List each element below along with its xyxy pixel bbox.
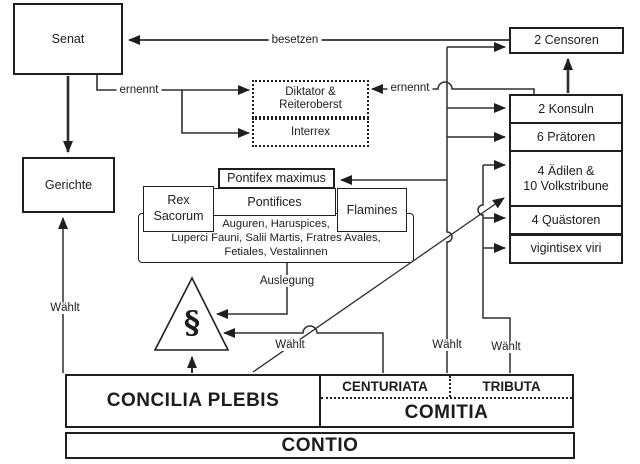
edge-auslegung bbox=[216, 263, 288, 319]
label-besetzen: besetzen bbox=[268, 34, 322, 46]
concilia-plebis-label: CONCILIA PLEBIS bbox=[106, 390, 280, 412]
label-waehlt-centuriata: Wählt bbox=[429, 339, 465, 351]
label-auslegung: Auslegung bbox=[256, 275, 318, 287]
node-rex-line1: Rex bbox=[167, 193, 190, 208]
node-flamines: Flamines bbox=[337, 188, 407, 232]
row-aedilen-line1: 4 Ädilen & bbox=[537, 163, 595, 178]
edge-waehlt-triangle bbox=[223, 325, 384, 373]
node-diktator-line1: Diktator & bbox=[285, 85, 336, 98]
row-aedilen-volkstribune: 4 Ädilen & 10 Volkstribune bbox=[511, 149, 621, 206]
node-senat-label: Senat bbox=[51, 31, 85, 46]
row-konsuln-label: 2 Konsuln bbox=[538, 101, 594, 116]
node-rex-line2: Sacorum bbox=[153, 209, 204, 223]
edge-centuriata-elections bbox=[340, 42, 506, 373]
node-censoren: 2 Censoren bbox=[509, 27, 624, 54]
node-pontifex-maximus-label: Pontifex maximus bbox=[227, 171, 326, 186]
edge-tributa-elections bbox=[477, 160, 511, 373]
priest-list-line1: Auguren, Haruspices, bbox=[222, 218, 330, 230]
row-vigintisex: vigintisex viri bbox=[511, 232, 621, 262]
node-gerichte-label: Gerichte bbox=[44, 177, 93, 192]
edge-konsuln-ernennt bbox=[371, 81, 535, 95]
node-senat: Senat bbox=[13, 3, 123, 75]
cell-tributa: TRIBUTA bbox=[451, 376, 572, 397]
row-konsuln: 2 Konsuln bbox=[511, 96, 621, 122]
tributa-label: TRIBUTA bbox=[482, 379, 541, 394]
node-flamines-label: Flamines bbox=[346, 202, 398, 217]
magistrates-column: 2 Konsuln 6 Prätoren 4 Ädilen & 10 Volks… bbox=[509, 94, 623, 264]
comitia-label: COMITIA bbox=[404, 401, 489, 423]
node-rex-sacorum: Rex Sacorum bbox=[143, 186, 214, 232]
node-censoren-label: 2 Censoren bbox=[534, 33, 599, 48]
node-pontifex-maximus: Pontifex maximus bbox=[218, 168, 335, 189]
comitia-top-row: CENTURIATA TRIBUTA bbox=[321, 376, 572, 399]
cell-centuriata: CENTURIATA bbox=[321, 376, 451, 397]
box-contio: CONTIO bbox=[65, 432, 575, 459]
label-waehlt-triangle: Wählt bbox=[272, 339, 308, 351]
label-ernennt-senat: ernennt bbox=[116, 84, 162, 96]
box-concilia-plebis: CONCILIA PLEBIS bbox=[65, 374, 321, 428]
row-aedilen-line2: 10 Volkstribune bbox=[523, 178, 609, 193]
row-praetoren: 6 Prätoren bbox=[511, 122, 621, 149]
node-gerichte: Gerichte bbox=[22, 157, 115, 213]
priest-list-line2: Luperci Fauni, Salii Martis, Fratres Ava… bbox=[171, 232, 381, 245]
node-interrex-label: Interrex bbox=[291, 125, 330, 138]
box-comitia: CENTURIATA TRIBUTA COMITIA bbox=[319, 374, 574, 428]
priest-list-line3: Fetiales, Vestalinnen bbox=[224, 246, 328, 259]
label-waehlt-tributa: Wählt bbox=[488, 341, 524, 353]
centuriata-label: CENTURIATA bbox=[342, 379, 428, 394]
row-vigintisex-label: vigintisex viri bbox=[530, 241, 602, 256]
row-praetoren-label: 6 Prätoren bbox=[536, 129, 596, 144]
paragraph-sign: § bbox=[183, 305, 201, 341]
node-diktator: Diktator & Reiteroberst bbox=[252, 80, 369, 118]
node-pontifices: Pontifices bbox=[213, 188, 336, 216]
edge-senat-ernennt bbox=[96, 74, 250, 138]
paragraph-triangle bbox=[153, 276, 230, 351]
label-waehlt-gerichte: Wählt bbox=[47, 302, 83, 314]
row-quaestoren: 4 Quästoren bbox=[511, 205, 621, 232]
node-interrex: Interrex bbox=[252, 118, 369, 147]
node-pontifices-label: Pontifices bbox=[247, 194, 302, 209]
label-ernennt-konsuln: ernennt bbox=[387, 82, 433, 94]
node-diktator-line2: Reiteroberst bbox=[279, 99, 342, 111]
row-quaestoren-label: 4 Quästoren bbox=[531, 212, 601, 227]
contio-label: CONTIO bbox=[281, 434, 359, 456]
